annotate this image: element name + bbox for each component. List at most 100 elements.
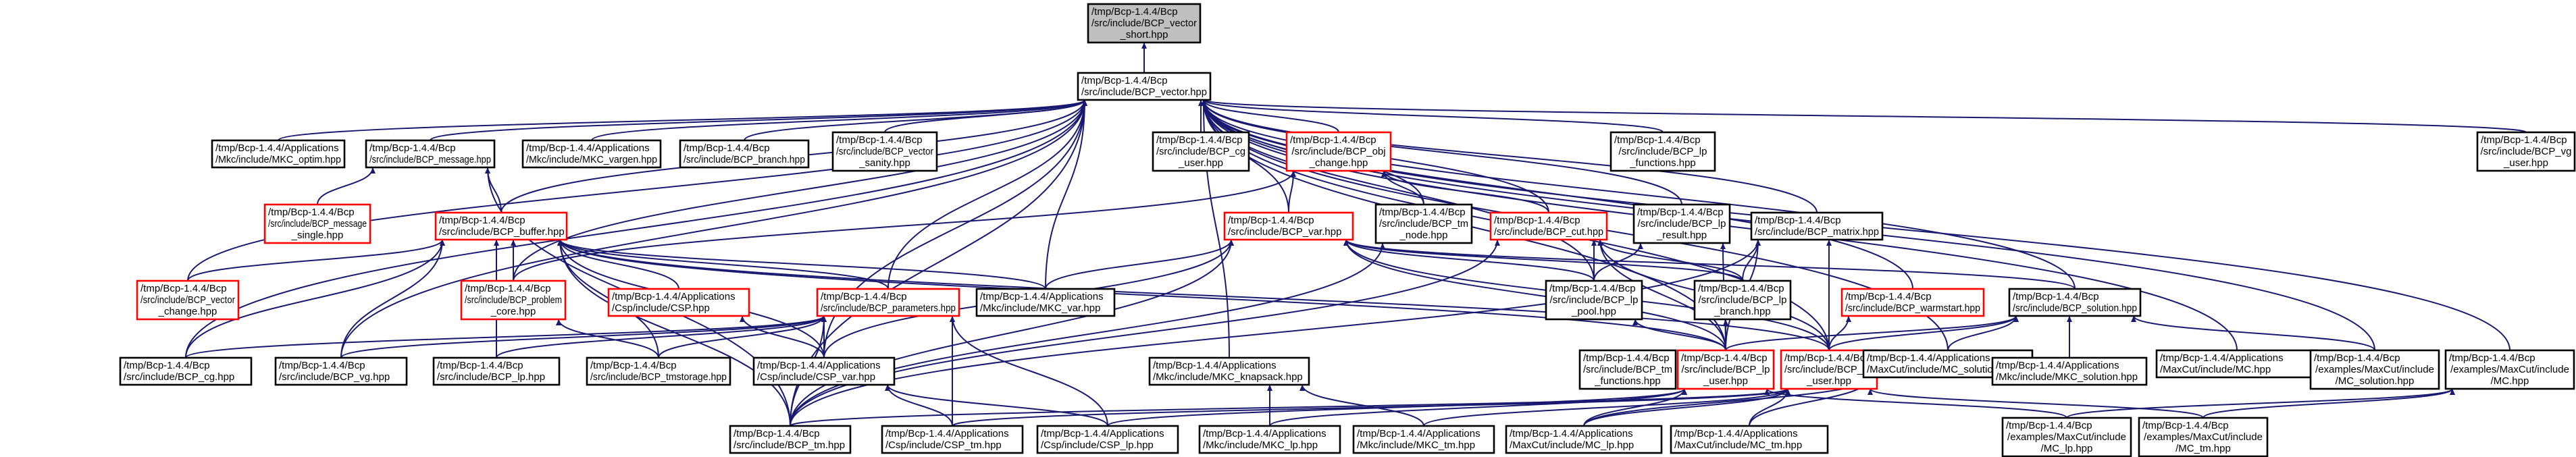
node-ex-mc-solution[interactable]: /tmp/Bcp-1.4.4/Bcp/examples/MaxCut/inclu… xyxy=(2309,349,2440,390)
edge-tm-user-to-solution xyxy=(1828,315,2019,351)
edge-tm-user-to-warmstart xyxy=(1828,315,1851,351)
node-mkc-solution[interactable]: /tmp/Bcp-1.4.4/Applications/Mkc/include/… xyxy=(1991,356,2148,386)
node-lp-user[interactable]: /tmp/Bcp-1.4.4/Bcp/src/include/BCP_lp_us… xyxy=(1676,349,1775,390)
node-label-line: /MaxCut/include/MC_tm.hpp xyxy=(1674,439,1802,451)
node-box xyxy=(1632,203,1731,244)
edge-lp-pool-to-lp-result xyxy=(1593,242,1643,281)
node-label-line: /src/include/BCP_vector xyxy=(836,146,933,157)
nodes-layer: /tmp/Bcp-1.4.4/Bcp/src/include/BCP_vecto… xyxy=(119,3,2576,457)
node-box xyxy=(1148,356,1310,386)
node-label-line: /examples/MaxCut/include xyxy=(2315,364,2434,375)
node-box xyxy=(1609,131,1716,172)
edge-message-single-to-message xyxy=(317,167,376,205)
node-box xyxy=(434,211,568,241)
node-box xyxy=(607,288,750,317)
node-csp-var[interactable]: /tmp/Bcp-1.4.4/Applications/Csp/include/… xyxy=(752,356,896,386)
node-tm-node[interactable]: /tmp/Bcp-1.4.4/Bcp/src/include/BCP_tm_no… xyxy=(1374,203,1473,244)
node-lp-pool[interactable]: /tmp/Bcp-1.4.4/Bcp/src/include/BCP_lp_po… xyxy=(1545,279,1643,321)
node-buffer[interactable]: /tmp/Bcp-1.4.4/Bcp/src/include/BCP_buffe… xyxy=(434,211,568,241)
edge-tm-to-matrix xyxy=(790,239,1761,427)
edge-tm-to-tm-node xyxy=(790,242,1385,427)
node-label-line: /src/include/BCP_cut.hpp xyxy=(1494,226,1603,238)
node-parameters[interactable]: /tmp/Bcp-1.4.4/Bcp/src/include/BCP_param… xyxy=(816,288,960,317)
node-box xyxy=(1087,3,1202,44)
node-csp-tm[interactable]: /tmp/Bcp-1.4.4/Applications/Csp/include/… xyxy=(881,425,1024,454)
edge-vector-sanity-to-vector xyxy=(884,99,1087,133)
node-cg-user[interactable]: /tmp/Bcp-1.4.4/Bcp/src/include/BCP_cg_us… xyxy=(1152,131,1250,172)
node-label-line: /src/include/BCP_parameters.hpp xyxy=(821,302,956,314)
node-cg[interactable]: /tmp/Bcp-1.4.4/Bcp/src/include/BCP_cg.hp… xyxy=(119,356,253,386)
node-vector-sanity[interactable]: /tmp/Bcp-1.4.4/Bcp/src/include/BCP_vecto… xyxy=(831,131,938,172)
edge-lp-to-parameters xyxy=(496,315,827,358)
node-mc-lp[interactable]: /tmp/Bcp-1.4.4/Applications/MaxCut/inclu… xyxy=(1505,425,1663,454)
node-label-line: /src/include/BCP_message.hpp xyxy=(369,154,491,165)
node-ex-mc[interactable]: /tmp/Bcp-1.4.4/Bcp/examples/MaxCut/inclu… xyxy=(2444,349,2575,390)
node-mkc-optim[interactable]: /tmp/Bcp-1.4.4/Applications/Mkc/include/… xyxy=(211,139,346,169)
node-solution[interactable]: /tmp/Bcp-1.4.4/Bcp/src/include/BCP_solut… xyxy=(2008,288,2142,317)
node-box xyxy=(136,279,240,321)
node-label-line: /tmp/Bcp-1.4.4/Bcp xyxy=(1156,134,1243,146)
node-mkc-var[interactable]: /tmp/Bcp-1.4.4/Applications/Mkc/include/… xyxy=(975,288,1116,317)
node-label-line: /MC_solution.hpp xyxy=(2336,375,2415,387)
node-var[interactable]: /tmp/Bcp-1.4.4/Bcp/src/include/BCP_var.h… xyxy=(1223,211,1354,241)
node-lp-branch[interactable]: /tmp/Bcp-1.4.4/Bcp/src/include/BCP_lp_br… xyxy=(1693,279,1792,321)
node-ex-mc-tm[interactable]: /tmp/Bcp-1.4.4/Bcp/examples/MaxCut/inclu… xyxy=(2138,416,2269,457)
node-box xyxy=(1489,211,1608,241)
node-csp-lp[interactable]: /tmp/Bcp-1.4.4/Applications/Csp/include/… xyxy=(1036,425,1179,454)
node-box xyxy=(365,139,496,169)
node-label-line: /tmp/Bcp-1.4.4/Bcp xyxy=(1379,207,1466,218)
edge-mc-lp-to-tm-user xyxy=(1583,388,1791,427)
edge-vector-change-to-buffer xyxy=(187,239,445,281)
node-box xyxy=(274,356,408,386)
node-csp[interactable]: /tmp/Bcp-1.4.4/Applications/Csp/include/… xyxy=(607,288,750,317)
node-box xyxy=(1693,279,1792,321)
node-label-line: /src/include/BCP_message xyxy=(268,218,367,230)
node-box xyxy=(1036,425,1179,454)
edge-csp-lp-to-csp-var xyxy=(885,384,1108,427)
node-vector[interactable]: /tmp/Bcp-1.4.4/Bcp/src/include/BCP_vecto… xyxy=(1077,72,1212,101)
node-ex-mc-lp[interactable]: /tmp/Bcp-1.4.4/Bcp/examples/MaxCut/inclu… xyxy=(2001,416,2132,457)
node-box xyxy=(1285,131,1392,172)
node-box xyxy=(1505,425,1663,454)
node-message[interactable]: /tmp/Bcp-1.4.4/Bcp/src/include/BCP_messa… xyxy=(365,139,496,169)
node-problem-core[interactable]: /tmp/Bcp-1.4.4/Bcp/src/include/BCP_probl… xyxy=(460,279,567,321)
node-matrix[interactable]: /tmp/Bcp-1.4.4/Bcp/src/include/BCP_matri… xyxy=(1750,211,1884,241)
node-root[interactable]: /tmp/Bcp-1.4.4/Bcp/src/include/BCP_vecto… xyxy=(1087,3,1202,44)
node-branch[interactable]: /tmp/Bcp-1.4.4/Bcp/src/include/BCP_branc… xyxy=(679,139,810,169)
node-mkc-vargen[interactable]: /tmp/Bcp-1.4.4/Applications/Mkc/include/… xyxy=(521,139,662,169)
node-label-line: /Csp/include/CSP.hpp xyxy=(612,302,710,314)
node-vg[interactable]: /tmp/Bcp-1.4.4/Bcp/src/include/BCP_vg.hp… xyxy=(274,356,408,386)
node-box xyxy=(1077,72,1212,101)
node-cut[interactable]: /tmp/Bcp-1.4.4/Bcp/src/include/BCP_cut.h… xyxy=(1489,211,1608,241)
node-mkc-lp[interactable]: /tmp/Bcp-1.4.4/Applications/Mkc/include/… xyxy=(1198,425,1341,454)
node-label-line: _functions.hpp xyxy=(1629,157,1696,169)
node-tmstorage[interactable]: /tmp/Bcp-1.4.4/Bcp/src/include/BCP_tmsto… xyxy=(586,356,731,386)
node-message-single[interactable]: /tmp/Bcp-1.4.4/Bcp/src/include/BCP_messa… xyxy=(263,203,371,244)
node-warmstart[interactable]: /tmp/Bcp-1.4.4/Bcp/src/include/BCP_warms… xyxy=(1840,288,1985,317)
node-vg-user[interactable]: /tmp/Bcp-1.4.4/Bcp/src/include/BCP_vg_us… xyxy=(2476,131,2576,172)
node-obj-change[interactable]: /tmp/Bcp-1.4.4/Bcp/src/include/BCP_obj_c… xyxy=(1285,131,1392,172)
node-tm-user[interactable]: /tmp/Bcp-1.4.4/Bcp/src/include/BCP_tm_us… xyxy=(1780,349,1878,390)
node-box xyxy=(2138,416,2269,457)
node-label-line: _user.hpp xyxy=(1178,157,1223,169)
edge-ex-mc-lp-to-lp-user xyxy=(1764,388,2067,419)
node-mkc-knapsack[interactable]: /tmp/Bcp-1.4.4/Applications/Mkc/include/… xyxy=(1148,356,1310,386)
node-label-line: /Mkc/include/MKC_solution.hpp xyxy=(1996,371,2138,383)
node-label-line: /tmp/Bcp-1.4.4/Bcp xyxy=(1228,215,1314,226)
node-tm[interactable]: /tmp/Bcp-1.4.4/Bcp/src/include/BCP_tm.hp… xyxy=(729,425,852,454)
edge-tmstorage-to-problem-core xyxy=(556,319,659,358)
node-mc-tm[interactable]: /tmp/Bcp-1.4.4/Applications/MaxCut/inclu… xyxy=(1670,425,1829,454)
node-lp[interactable]: /tmp/Bcp-1.4.4/Bcp/src/include/BCP_lp.hp… xyxy=(432,356,561,386)
node-label-line: /src/include/BCP_branch.hpp xyxy=(684,154,805,165)
node-label-line: /tmp/Bcp-1.4.4/Applications xyxy=(526,142,650,154)
node-tm-functions[interactable]: /tmp/Bcp-1.4.4/Bcp/src/include/BCP_tm_fu… xyxy=(1578,349,1677,390)
node-mkc-tm[interactable]: /tmp/Bcp-1.4.4/Applications/Mkc/include/… xyxy=(1352,425,1495,454)
node-mc-hpp[interactable]: /tmp/Bcp-1.4.4/Applications/MaxCut/inclu… xyxy=(2155,349,2319,379)
node-lp-functions[interactable]: /tmp/Bcp-1.4.4/Bcp/src/include/BCP_lp_fu… xyxy=(1609,131,1716,172)
node-vector-change[interactable]: /tmp/Bcp-1.4.4/Bcp/src/include/BCP_vecto… xyxy=(136,279,240,321)
node-label-line: /src/include/BCP_problem xyxy=(465,294,562,306)
edge-ex-mc-tm-to-tm-user xyxy=(1867,388,2204,419)
node-label-line: /src/include/BCP_warmstart.hpp xyxy=(1845,302,1980,314)
node-lp-result[interactable]: /tmp/Bcp-1.4.4/Bcp/src/include/BCP_lp_re… xyxy=(1632,203,1731,244)
node-label-line: _user.hpp xyxy=(1703,375,1748,387)
